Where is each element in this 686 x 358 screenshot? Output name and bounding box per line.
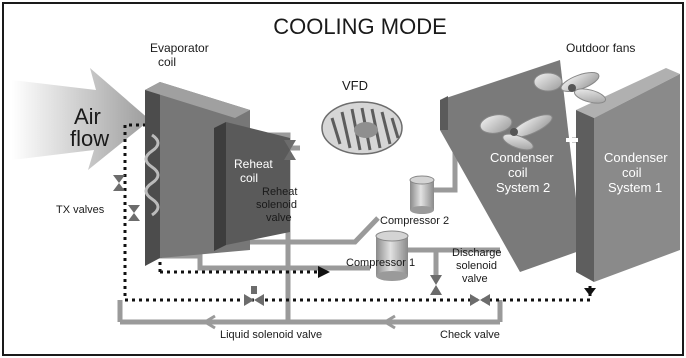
reheat-coil-label-line1: Reheat <box>234 157 273 171</box>
discharge-valve-label-line2: solenoid <box>456 260 497 272</box>
outdoor-fan-icon <box>479 114 553 151</box>
condenser-1-label-line1: Condenser <box>604 150 668 165</box>
reheat-coil <box>214 122 290 251</box>
vfd-label: VFD <box>342 78 368 93</box>
condenser-1-label-line2: coil <box>622 165 642 180</box>
compressor-2-label: Compressor 2 <box>380 215 449 227</box>
liquid-solenoid-valve-icon <box>244 286 264 306</box>
diagram-title: COOLING MODE <box>273 14 447 39</box>
dotted-liquid-lines <box>123 123 592 302</box>
liquid-valve-label: Liquid solenoid valve <box>220 329 322 341</box>
tx-valve-icon <box>128 205 140 221</box>
compressor-1-label: Compressor 1 <box>346 257 415 269</box>
dotted-arrow-heads <box>318 266 596 296</box>
condenser-1-label-line3: System 1 <box>608 180 662 195</box>
flow-arrows <box>202 314 396 330</box>
condenser-coil-system-2 <box>440 60 582 272</box>
tx-valve-icon <box>113 175 125 191</box>
condenser-2-label-line1: Condenser <box>490 150 554 165</box>
air-flow-label-line1: Air <box>74 104 101 129</box>
evaporator-label-line1: Evaporator <box>150 41 209 55</box>
vfd-blower-icon <box>321 101 403 155</box>
check-valve-icon <box>470 294 490 306</box>
air-flow-arrow <box>12 68 150 170</box>
condenser-2-label-line3: System 2 <box>496 180 550 195</box>
compressor-1 <box>375 230 409 281</box>
check-valve-label: Check valve <box>440 329 500 341</box>
reheat-valve-label-line3: valve <box>266 212 292 224</box>
outdoor-fan-icon <box>533 72 607 104</box>
condenser-coil-system-1 <box>576 68 680 282</box>
evaporator-label-line2: coil <box>158 55 176 69</box>
compressor-2 <box>409 175 435 214</box>
discharge-valve-label-line3: valve <box>462 273 488 285</box>
reheat-valve-label-line2: solenoid <box>256 199 297 211</box>
reheat-valve-label-line1: Reheat <box>262 186 297 198</box>
air-flow-label-line2: flow <box>70 126 109 151</box>
condenser-2-label-line2: coil <box>508 165 528 180</box>
discharge-solenoid-valve-icon <box>430 275 442 295</box>
tx-valves-label: TX valves <box>56 204 105 216</box>
reheat-coil-label-line2: coil <box>240 171 258 185</box>
reheat-solenoid-valve-icon <box>284 140 296 160</box>
outdoor-fans-label: Outdoor fans <box>566 41 635 55</box>
discharge-valve-label-line1: Discharge <box>452 247 502 259</box>
